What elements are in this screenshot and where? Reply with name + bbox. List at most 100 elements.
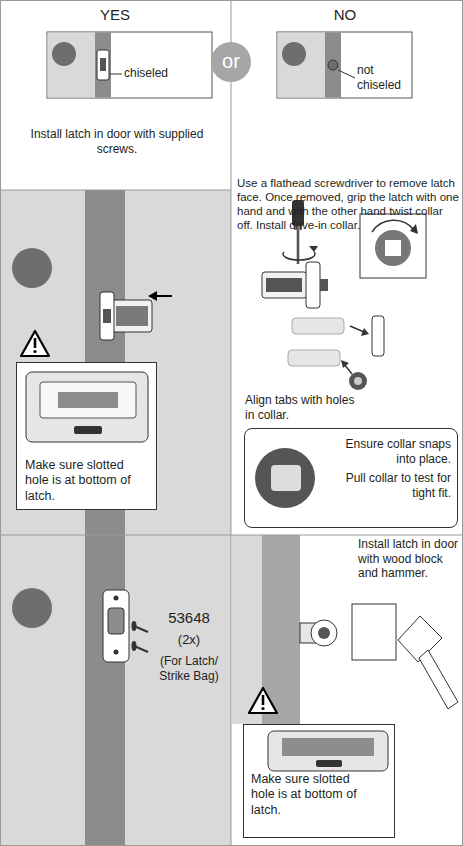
warning-mark (34, 338, 37, 348)
collar (375, 230, 411, 266)
latch-bolt (320, 279, 328, 291)
drive-in-collar (318, 627, 330, 639)
slotted-hole (74, 426, 102, 434)
warning-mark (33, 350, 36, 353)
instruction-text: Install latch in door with wood block an… (358, 537, 460, 581)
node-text: Make sure slotted hole is at bottom of l… (25, 458, 143, 504)
latch-body (112, 300, 152, 332)
bore-hole (12, 588, 52, 628)
latch-face (372, 316, 384, 356)
callout-background (16, 362, 157, 510)
latch-closeup (26, 372, 148, 442)
door-face (278, 33, 326, 98)
latch-closeup (282, 738, 374, 756)
latch-closeup (58, 392, 118, 408)
arrow-head (410, 224, 418, 234)
door-face (48, 33, 96, 98)
latch-bolt (103, 309, 111, 323)
rotate-arrow (283, 252, 315, 260)
latch-body (266, 278, 302, 292)
screw-hole (114, 596, 119, 601)
latch-body (116, 306, 148, 326)
door-edge (95, 33, 111, 98)
drive-in-collar (349, 372, 367, 390)
screw-shank (134, 626, 148, 632)
part-note: (For Latch/ Strike Bag) (150, 654, 228, 683)
door-edge (85, 535, 125, 846)
arrow-head (361, 328, 369, 336)
circle-fill (211, 42, 251, 82)
latch-bolt (100, 58, 106, 71)
wood-block (352, 604, 396, 660)
warning-triangle (21, 331, 49, 356)
warning-triangle (249, 688, 277, 713)
hammer-head (398, 616, 442, 662)
warning-mark (262, 695, 265, 705)
latch-closeup (268, 731, 388, 771)
node-text: Make sure slotted hole is at bottom of l… (251, 772, 375, 818)
warning-mark (261, 707, 264, 710)
hammer-handle (419, 650, 458, 709)
callout-box: Ensure collar snaps into place. Pull coll… (244, 428, 458, 528)
door-frame (47, 32, 212, 98)
node-text: Ensure collar snaps into place. (337, 437, 451, 466)
drive-in-collar (311, 620, 337, 646)
latch-plate (100, 292, 114, 340)
screw-shank (134, 646, 148, 652)
collar-opening (271, 465, 301, 491)
node-text: or (211, 42, 251, 80)
bore-hole (282, 42, 306, 66)
arrow-head (341, 360, 349, 368)
door-face (0, 535, 231, 846)
quantity-label: (2x) (152, 632, 226, 648)
collar (255, 448, 315, 508)
screwdriver-shaft (297, 230, 300, 264)
column-heading: NO (295, 6, 395, 24)
latch-body (262, 272, 307, 298)
latch-body (292, 318, 344, 334)
callout-label: chiseled (124, 66, 194, 81)
latch-closeup (40, 382, 136, 418)
door-face (0, 190, 231, 535)
instruction-text: Use a flathead screwdriver to remove lat… (237, 176, 461, 232)
door-frame (277, 32, 412, 98)
node-text: Pull collar to test for tight fit. (337, 471, 451, 500)
slotted-hole (316, 760, 342, 767)
door-edge (325, 33, 341, 98)
latch-mortise (97, 50, 109, 80)
callout-box: Make sure slotted hole is at bottom of l… (16, 362, 157, 510)
callout-label: not chiseled (357, 63, 413, 92)
panel-divider (0, 190, 231, 191)
latch-body (288, 350, 340, 366)
instruction-text: Align tabs with holes in collar. (245, 393, 357, 422)
latch-hole (328, 60, 338, 70)
drive-in-collar (354, 377, 362, 385)
part-number: 53648 (152, 609, 226, 627)
panel-divider (231, 0, 232, 846)
strike-plate (103, 590, 129, 662)
arrow-head (309, 246, 318, 252)
or-circle: or (211, 42, 251, 82)
latch-face (306, 262, 320, 308)
rotate-arrow (372, 220, 414, 232)
motion-arrow (350, 326, 364, 332)
column-heading: YES (65, 6, 165, 24)
callout-background (243, 724, 395, 838)
arrow-head (148, 291, 157, 301)
collar-opening (385, 240, 401, 256)
bore-hole (52, 42, 76, 66)
strike-opening (108, 608, 124, 634)
screw-hole (114, 650, 119, 655)
instruction-text: Install latch in door with supplied scre… (28, 127, 206, 156)
panel-divider (0, 535, 463, 536)
callout-box: Make sure slotted hole is at bottom of l… (243, 724, 395, 838)
inset-box (360, 214, 426, 278)
leader-line (110, 74, 122, 75)
leader-line (338, 70, 355, 78)
bore-hole (12, 248, 52, 288)
